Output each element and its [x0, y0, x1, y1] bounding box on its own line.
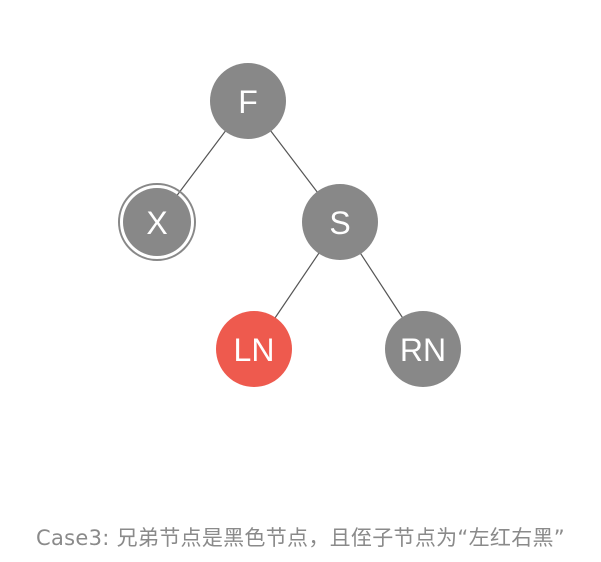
- node-rn-circle: [385, 311, 461, 387]
- node-x: X: [118, 183, 196, 261]
- node-ln: LN: [216, 311, 292, 387]
- node-s: S: [302, 184, 378, 260]
- edges-layer: [156, 100, 424, 350]
- node-s-label: S: [329, 205, 350, 241]
- node-f: F: [210, 63, 286, 139]
- node-x-label: X: [146, 205, 167, 241]
- node-x-circle: [123, 188, 191, 256]
- node-s-circle: [302, 184, 378, 260]
- node-rn-label: RN: [400, 332, 446, 368]
- node-ln-label: LN: [234, 332, 275, 368]
- node-x-outer-ring: [118, 183, 196, 261]
- node-f-label: F: [238, 84, 258, 120]
- node-f-circle: [210, 63, 286, 139]
- node-rn: RN: [385, 311, 461, 387]
- node-ln-circle: [216, 311, 292, 387]
- caption: Case3: 兄弟节点是黑色节点，且侄子节点为“左红右黑”: [36, 526, 565, 550]
- tree-svg: F X S LN RN: [118, 63, 461, 387]
